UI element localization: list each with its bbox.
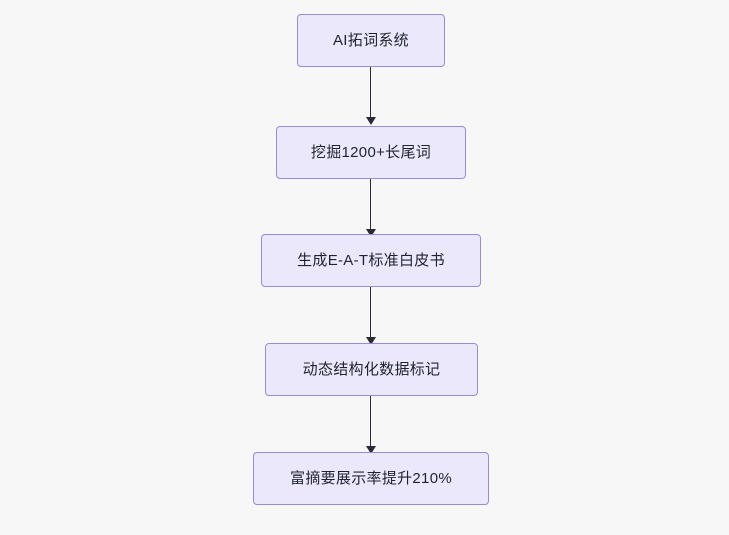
flow-edge-n1-n2 [370, 67, 371, 119]
flow-node-longtail-keywords[interactable]: 挖掘1200+长尾词 [276, 126, 466, 179]
flow-edge-n2-n3 [370, 179, 371, 231]
flow-node-eat-whitepaper[interactable]: 生成E-A-T标准白皮书 [261, 234, 481, 287]
flow-node-label: 富摘要展示率提升210% [290, 470, 452, 487]
flow-edge-n3-n4 [370, 287, 371, 339]
flow-node-rich-snippet-rate[interactable]: 富摘要展示率提升210% [253, 452, 489, 505]
flow-node-label: AI拓词系统 [333, 32, 409, 49]
flow-node-label: 动态结构化数据标记 [302, 361, 441, 378]
flow-arrowhead-n4-n5 [366, 446, 376, 454]
flow-arrowhead-n2-n3 [366, 229, 376, 237]
flow-node-structured-data-markup[interactable]: 动态结构化数据标记 [265, 343, 478, 396]
flow-node-label: 生成E-A-T标准白皮书 [297, 252, 445, 269]
flow-arrowhead-n3-n4 [366, 337, 376, 345]
flow-arrowhead-n1-n2 [366, 117, 376, 125]
flow-node-ai-keyword-system[interactable]: AI拓词系统 [297, 14, 445, 67]
flow-node-label: 挖掘1200+长尾词 [310, 144, 432, 161]
flow-edge-n4-n5 [370, 396, 371, 448]
